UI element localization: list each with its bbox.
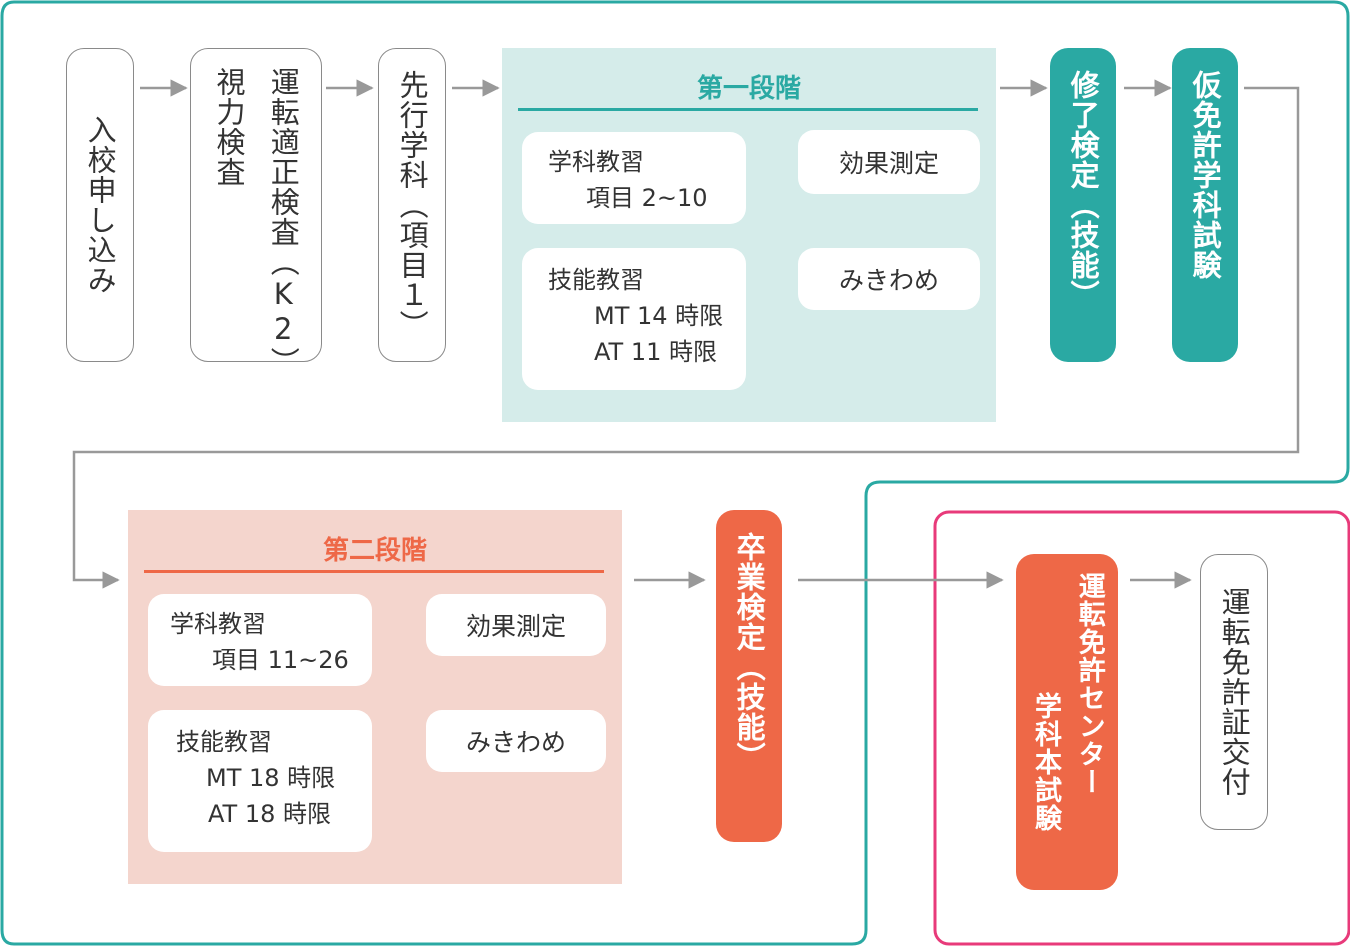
step-center-exam-label-2: 学科本試験: [1030, 692, 1061, 832]
stage2-academic-line2: 項目 11~26: [212, 646, 349, 674]
stage1-academic-card: 学科教習 項目 2~10: [522, 132, 746, 224]
step-enroll-label: 入校申し込み: [83, 115, 118, 295]
step-aptitude-label-1: 運転適正検査（K2）: [266, 67, 301, 377]
step-completion-exam-label: 修了検定（技能）: [1066, 70, 1101, 310]
step-aptitude: 運転適正検査（K2） 視力検査: [190, 48, 322, 377]
stage1-technical-card: 技能教習 MT 14 時限 AT 11 時限: [522, 248, 746, 390]
step-graduation-exam: 卒業検定（技能）: [716, 510, 782, 842]
stage1-mikiwame: みきわめ: [798, 248, 980, 310]
stage1-technical-line1: 技能教習: [548, 266, 644, 294]
stage1-academic-line2: 項目 2~10: [586, 184, 708, 212]
step-license-issue: 運転免許証交付: [1200, 554, 1268, 830]
step-provisional-exam-label: 仮免許学科試験: [1188, 70, 1223, 280]
stage2-academic-card: 学科教習 項目 11~26: [148, 594, 372, 686]
stage1-technical-line3: AT 11 時限: [594, 338, 718, 366]
stage2-academic-line1: 学科教習: [170, 610, 266, 638]
step-center-exam: 運転免許センター 学科本試験: [1016, 554, 1118, 890]
stage1-technical-line2: MT 14 時限: [594, 302, 724, 330]
stage2-mikiwame: みきわめ: [426, 710, 606, 772]
step-aptitude-label-2: 視力検査: [212, 67, 246, 187]
wrap-connector: [72, 86, 1300, 589]
stage1-effect-label: 効果測定: [838, 149, 939, 178]
stage2-technical-line1: 技能教習: [176, 728, 272, 756]
stage2-title-rule: [144, 570, 604, 573]
step-prelim-label: 先行学科（項目１）: [395, 70, 430, 340]
stage2-mikiwame-label: みきわめ: [465, 728, 566, 757]
stage1-academic-line1: 学科教習: [548, 148, 644, 176]
stage2-technical-card: 技能教習 MT 18 時限 AT 18 時限: [148, 710, 372, 852]
stage2-effect-label: 効果測定: [465, 612, 566, 641]
stage2-technical-line2: MT 18 時限: [206, 764, 336, 792]
stage1-effect-measurement: 効果測定: [798, 130, 980, 194]
step-center-exam-label-1: 運転免許センター: [1073, 572, 1105, 796]
step-prelim: 先行学科（項目１）: [378, 48, 446, 362]
step-provisional-exam: 仮免許学科試験: [1172, 48, 1238, 362]
stage1-title: 第一段階: [696, 74, 801, 104]
step-license-issue-label: 運転免許証交付: [1217, 587, 1252, 797]
step-enroll: 入校申し込み: [66, 48, 134, 362]
step-completion-exam: 修了検定（技能）: [1050, 48, 1116, 362]
stage1-mikiwame-label: みきわめ: [838, 266, 939, 295]
stage1-title-rule: [518, 108, 978, 111]
license-center-frame: [933, 510, 1350, 946]
stage2-title: 第二段階: [322, 536, 427, 566]
stage2-effect-measurement: 効果測定: [426, 594, 606, 656]
step-graduation-exam-label: 卒業検定（技能）: [732, 532, 767, 772]
stage2-technical-line3: AT 18 時限: [208, 800, 332, 828]
